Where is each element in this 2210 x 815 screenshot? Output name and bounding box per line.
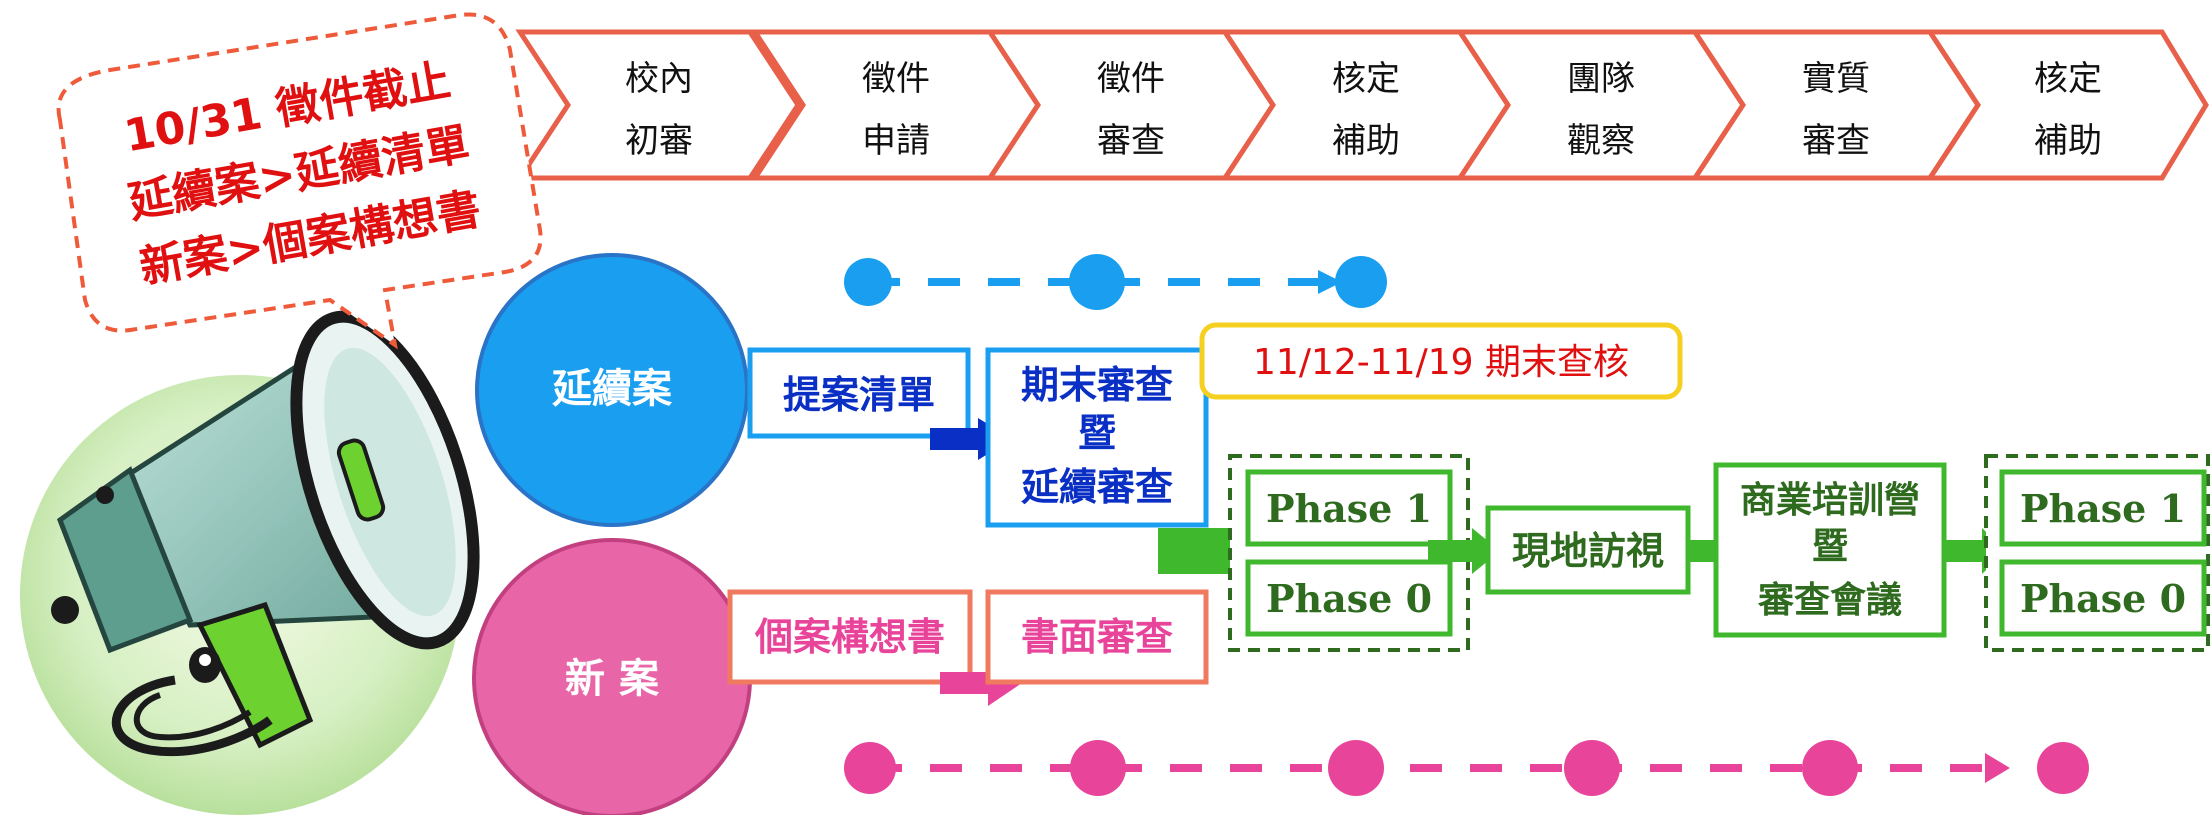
step-3-line-2: 審查 bbox=[1097, 121, 1165, 161]
phases-group-second: Phase 1 Phase 0 bbox=[1984, 454, 2210, 652]
final-review-box: 期末審查 暨 延續審查 bbox=[985, 347, 1209, 528]
final-review-line-1: 期末審查 bbox=[1021, 363, 1173, 407]
step-3-line-1: 徵件 bbox=[1097, 59, 1165, 99]
process-steps: 校內 初審 徵件 申請 徵件 審查 核定 補助 團隊 觀察 實質 審查 bbox=[515, 29, 2209, 181]
proposal-list-label: 提案清單 bbox=[783, 373, 935, 417]
training-camp-line-3: 審查會議 bbox=[1757, 580, 1902, 621]
site-visit-box: 現地訪視 bbox=[1485, 505, 1691, 595]
step-5-line-1: 團隊 bbox=[1567, 59, 1635, 99]
step-chevron-1: 校內 初審 bbox=[515, 29, 801, 181]
timeline-dot bbox=[1069, 254, 1125, 310]
timeline-dot bbox=[1335, 256, 1387, 308]
timeline-dot bbox=[1802, 740, 1858, 796]
step-4-line-1: 核定 bbox=[1332, 59, 1400, 99]
step-4-line-2: 補助 bbox=[1332, 121, 1400, 161]
phase-1-label-second: Phase 1 bbox=[2020, 486, 2186, 531]
training-camp-line-2: 暨 bbox=[1812, 526, 1848, 567]
timeline-dot bbox=[2037, 742, 2089, 794]
step-6-line-1: 實質 bbox=[1802, 59, 1870, 99]
concept-doc-box: 個案構想書 bbox=[727, 589, 973, 685]
step-5-line-2: 觀察 bbox=[1567, 121, 1635, 161]
phase-1-label: Phase 1 bbox=[1266, 486, 1432, 531]
continuing-case-node: 延續案 bbox=[475, 253, 749, 527]
timeline-new-case bbox=[844, 740, 2089, 796]
step-1-line-2: 初審 bbox=[625, 121, 693, 161]
site-visit-label: 現地訪視 bbox=[1512, 529, 1664, 573]
megaphone-icon bbox=[20, 310, 480, 815]
proposal-list-box: 提案清單 bbox=[747, 347, 971, 439]
step-2-line-1: 徵件 bbox=[862, 59, 930, 99]
announcement-bubble: 10/31 徵件截止 延續案>延續清單 新案>個案構想書 bbox=[56, 12, 543, 350]
written-review-box: 書面審查 bbox=[985, 589, 1209, 685]
final-review-line-2: 暨 bbox=[1078, 411, 1116, 455]
final-check-note: 11/12-11/19 期末查核 bbox=[1199, 322, 1683, 400]
timeline-dot bbox=[1328, 740, 1384, 796]
step-6-line-2: 審查 bbox=[1802, 121, 1870, 161]
phase-0-label-second: Phase 0 bbox=[2020, 576, 2186, 621]
step-7-line-1: 核定 bbox=[2034, 59, 2102, 99]
phases-group-first: Phase 1 Phase 0 bbox=[1228, 454, 1470, 652]
continuing-case-label: 延續案 bbox=[552, 366, 673, 412]
timeline-dot bbox=[844, 742, 896, 794]
training-camp-line-1: 商業培訓營 bbox=[1740, 480, 1920, 521]
concept-doc-label: 個案構想書 bbox=[754, 615, 945, 659]
final-review-line-3: 延續審查 bbox=[1021, 465, 1173, 509]
step-1-line-1: 校內 bbox=[625, 59, 693, 99]
final-check-note-text: 11/12-11/19 期末查核 bbox=[1253, 342, 1629, 383]
written-review-label: 書面審查 bbox=[1021, 615, 1173, 659]
step-2-line-2: 申請 bbox=[862, 121, 930, 161]
phase-0-label: Phase 0 bbox=[1266, 576, 1432, 621]
new-case-node: 新 案 bbox=[472, 538, 752, 815]
timeline-dot bbox=[844, 258, 892, 306]
new-case-label: 新 案 bbox=[565, 656, 660, 702]
step-chevron-7: 核定 補助 bbox=[1925, 29, 2209, 181]
step-7-line-2: 補助 bbox=[2034, 121, 2102, 161]
timeline-continuing bbox=[844, 254, 1387, 310]
timeline-dot bbox=[1070, 740, 1126, 796]
timeline-dot bbox=[1564, 740, 1620, 796]
training-camp-box: 商業培訓營 暨 審查會議 bbox=[1713, 462, 1947, 638]
